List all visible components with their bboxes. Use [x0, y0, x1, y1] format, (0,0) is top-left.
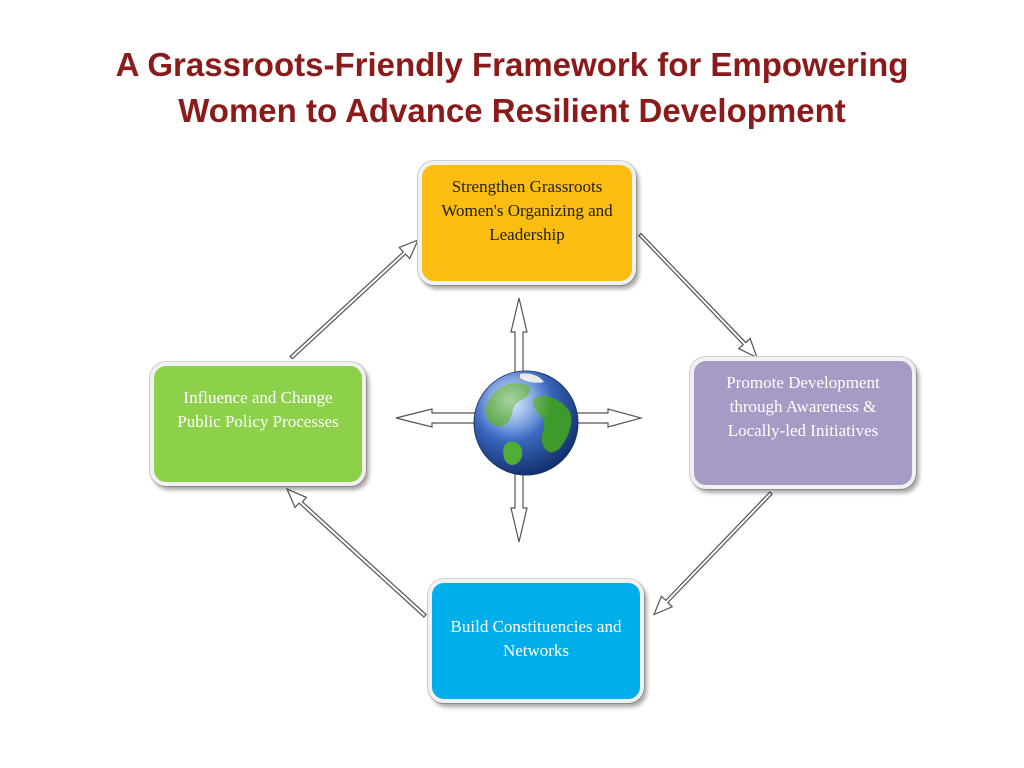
node-bottom-label: Build Constituencies and Networks	[450, 617, 622, 660]
arrow-globe-right	[573, 408, 644, 428]
arrow-right-to-bottom	[652, 491, 773, 616]
node-right-label: Promote Development through Awareness & …	[726, 373, 880, 440]
node-build-constituencies: Build Constituencies and Networks	[428, 579, 644, 703]
arrow-top-to-right	[638, 232, 759, 359]
page-title: A Grassroots-Friendly Framework for Empo…	[40, 42, 984, 134]
node-strengthen-leadership: Strengthen Grassroots Women's Organizing…	[418, 161, 636, 285]
arrow-globe-up	[510, 297, 528, 374]
node-promote-development: Promote Development through Awareness & …	[690, 357, 916, 489]
arrow-globe-down	[510, 473, 528, 543]
globe-icon	[473, 370, 579, 476]
arrow-bottom-to-left	[285, 487, 427, 618]
arrow-left-to-top	[289, 238, 420, 360]
title-line-1: A Grassroots-Friendly Framework for Empo…	[115, 46, 909, 83]
node-top-label: Strengthen Grassroots Women's Organizing…	[441, 177, 613, 244]
node-left-label: Influence and Change Public Policy Proce…	[177, 388, 339, 431]
node-influence-policy: Influence and Change Public Policy Proce…	[150, 362, 366, 486]
arrow-globe-left	[395, 408, 477, 428]
title-line-2: Women to Advance Resilient Development	[178, 92, 846, 129]
